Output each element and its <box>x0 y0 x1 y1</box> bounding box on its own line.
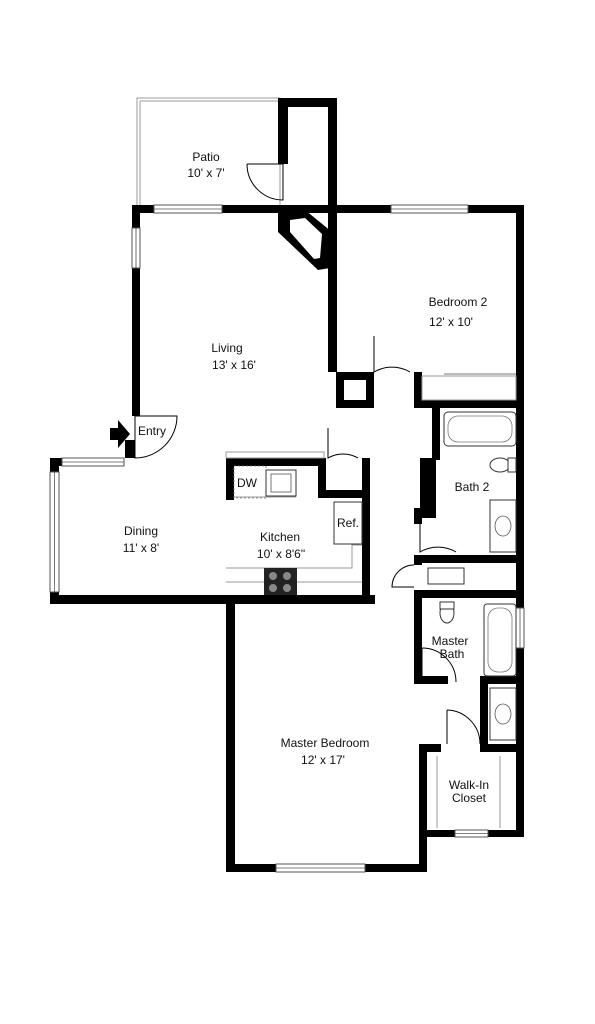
bedroom2-dims: 12' x 10' <box>429 315 473 329</box>
bedroom2-name: Bedroom 2 <box>429 295 488 309</box>
dishwasher-label: DW <box>237 476 258 490</box>
master-bath-name1: Master <box>432 634 469 648</box>
dining-dims: 11' x 8' <box>123 541 159 555</box>
master-bathtub <box>483 603 517 677</box>
patio-dims: 10' x 7' <box>187 166 224 180</box>
closet-name2: Closet <box>452 791 487 805</box>
dining-name: Dining <box>124 524 158 538</box>
bathtub <box>443 411 517 447</box>
stove <box>264 568 297 595</box>
master-bedroom-name: Master Bedroom <box>281 736 370 750</box>
master-sink <box>489 687 517 741</box>
kitchen-fixtures <box>225 451 363 595</box>
refrigerator-label: Ref. <box>337 516 359 530</box>
windows <box>49 204 525 873</box>
fireplace <box>278 210 332 270</box>
doors <box>134 163 481 745</box>
walls <box>50 98 524 872</box>
patio-name: Patio <box>192 150 220 164</box>
bath2-sink <box>489 499 517 553</box>
bath-fixtures <box>439 411 517 741</box>
closet-name1: Walk-In <box>449 778 489 792</box>
kitchen-dims: 10' x 8'6" <box>257 547 305 561</box>
room-labels: Patio 10' x 7' Living 13' x 16' Bedroom … <box>123 150 490 805</box>
entry-label: Entry <box>138 424 166 438</box>
master-bedroom-dims: 12' x 17' <box>301 753 345 767</box>
master-bath-name2: Bath <box>440 647 465 661</box>
living-dims: 13' x 16' <box>212 358 256 372</box>
living-name: Living <box>211 341 242 355</box>
closet-shelves <box>421 373 517 828</box>
refrigerator <box>333 501 363 545</box>
kitchen-name: Kitchen <box>260 530 300 544</box>
arrow-right-icon <box>110 420 130 448</box>
toilet <box>489 457 511 473</box>
bath2-name: Bath 2 <box>455 480 490 494</box>
